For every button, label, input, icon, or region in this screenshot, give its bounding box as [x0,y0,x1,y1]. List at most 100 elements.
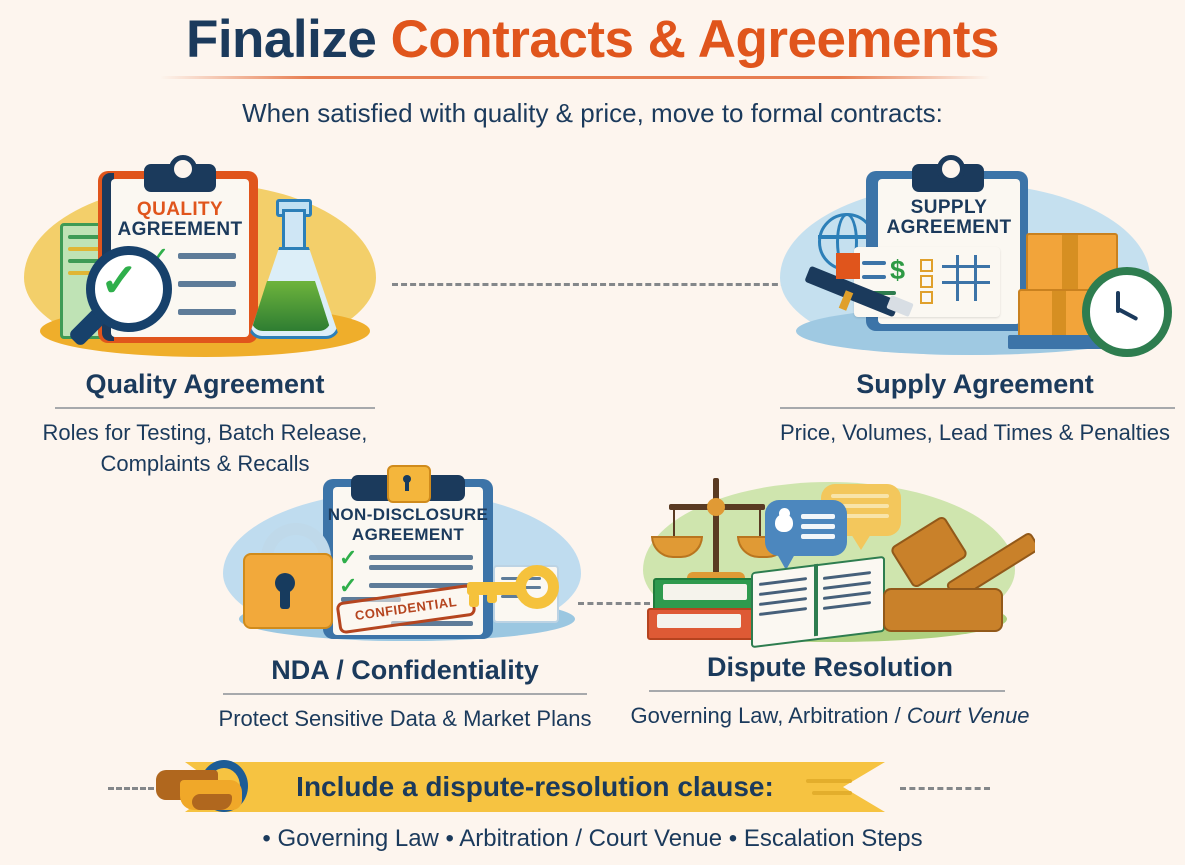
clipboard-heading-text: AGREEMENT [351,525,465,544]
clipboard-heading-text: AGREEMENT [117,219,243,240]
checkbox-icon [920,291,933,304]
bubble-line [831,514,889,518]
card-title-divider [780,407,1175,409]
bubble-line [801,524,835,529]
page-title: Finalize Contracts & Agreements [0,8,1185,72]
clipboard-heading-text: SUPPLY [910,197,988,218]
invoice-line [862,275,886,279]
bubble-line [801,534,835,539]
box-top-flap [1052,291,1066,337]
bubble-line [831,494,889,498]
bubble-line [831,504,889,508]
scales-icon [713,478,719,582]
user-icon [775,514,793,532]
doc-stack-line [68,247,112,251]
user-icon-head [779,508,790,519]
scales-chain-right [759,508,761,538]
title-divider [160,76,990,79]
card-dispute-resolution[interactable]: Dispute Resolution Governing Law, Arbitr… [625,460,1035,740]
card-desc-quality-line2: Complaints & Recalls [100,451,310,476]
book-page [657,614,741,628]
clipboard-heading-line2: AGREEMENT [872,217,1026,239]
clock-hand-hour [1116,291,1120,313]
page-title-part2: Contracts & Agreements [390,10,1000,69]
keyhole-stem [405,481,409,491]
key-tooth [487,593,497,603]
page-subtitle: When satisfied with quality & price, mov… [242,98,943,128]
card-title-divider [649,690,1005,692]
clipboard-ring [937,155,965,183]
nda-illustration: NON-DISCLOSURE AGREEMENT ✓ ✓ CONFIDENTIA… [205,465,605,650]
globe-equator [818,235,870,239]
gavel-block-icon [883,588,1003,632]
card-desc-dispute-italic: Court Venue [906,703,1030,728]
card-title-dispute: Dispute Resolution [706,652,953,682]
page-title-part1: Finalize [185,10,391,69]
table-grid-icon [942,255,990,301]
paper-line [369,583,473,588]
scales-chain-left [673,508,675,538]
bubble-line [801,514,835,519]
handshake-thumb [192,794,232,810]
paper-line [178,309,236,315]
connector-top [392,283,796,286]
pallet-icon [1008,335,1108,349]
paper-line [391,621,473,626]
card-desc-supply: Price, Volumes, Lead Times & Penalties [779,420,1171,445]
invoice-line [862,261,886,265]
scales-pivot [707,498,725,516]
bubble-tail [851,534,871,550]
card-title-nda: NDA / Confidentiality [271,655,539,685]
card-desc-nda: Protect Sensitive Data & Market Plans [218,706,592,731]
key-tooth [469,593,479,607]
key-shaft [467,582,523,595]
clipboard-heading-line2: AGREEMENT [106,219,254,241]
flask-liquid [251,281,331,331]
paper-line [178,281,236,287]
supply-illustration: SUPPLY AGREEMENT $ [770,155,1180,360]
card-quality-agreement[interactable]: QUALITY AGREEMENT ✓ ✓ ✓ ✓ Quality Agreem… [10,155,400,485]
checkbox-icon [920,259,933,272]
card-nda-confidentiality[interactable]: NON-DISCLOSURE AGREEMENT ✓ ✓ CONFIDENTIA… [205,465,605,745]
checkbox-icon [920,275,933,288]
card-title-divider [55,407,375,409]
bg-doc-line [501,595,529,598]
banner-fold-line [812,791,852,795]
handshake-icon [150,758,270,818]
checkmark-icon: ✓ [339,573,358,598]
checkmark-icon: ✓ [100,254,139,306]
card-desc-dispute-prefix: Governing Law, Arbitration / [630,703,907,728]
clipboard-heading-line1: SUPPLY [878,197,1020,219]
doc-stack-line [68,259,112,263]
orange-tab [836,253,860,279]
clipboard-ring [169,155,197,183]
checkmark-icon: ✓ [339,545,358,570]
card-desc-quality-line1: Roles for Testing, Batch Release, [42,420,368,445]
magnifier-icon [86,246,172,332]
box-top-flap [1062,235,1078,289]
clipboard-heading-line2: AGREEMENT [327,525,489,545]
banner-connector-left [108,787,154,790]
clipboard-heading-text: QUALITY [136,199,224,220]
paper-line [369,555,473,560]
banner-fold-line [806,779,852,783]
clipboard-heading-line1: NON-DISCLOSURE [327,505,489,525]
connector-bottom [578,602,650,605]
banner-label: Include a dispute-resolution clause: [296,771,774,802]
paper-line [369,565,473,570]
card-title-quality: Quality Agreement [85,369,325,399]
dispute-clause-banner[interactable]: Include a dispute-resolution clause: [185,762,885,812]
dispute-illustration [625,460,1035,650]
doc-stack-line [68,235,112,239]
keyhole-icon [275,573,295,593]
clipboard-heading-line1: QUALITY [111,199,249,221]
card-title-divider [223,693,587,695]
open-book-spine [814,563,818,637]
dollar-icon: $ [890,255,906,285]
padlock-icon [387,465,431,503]
bubble-tail [777,554,795,570]
paper-line [178,253,236,259]
card-supply-agreement[interactable]: SUPPLY AGREEMENT $ [770,155,1180,485]
keyhole-icon [403,475,411,483]
